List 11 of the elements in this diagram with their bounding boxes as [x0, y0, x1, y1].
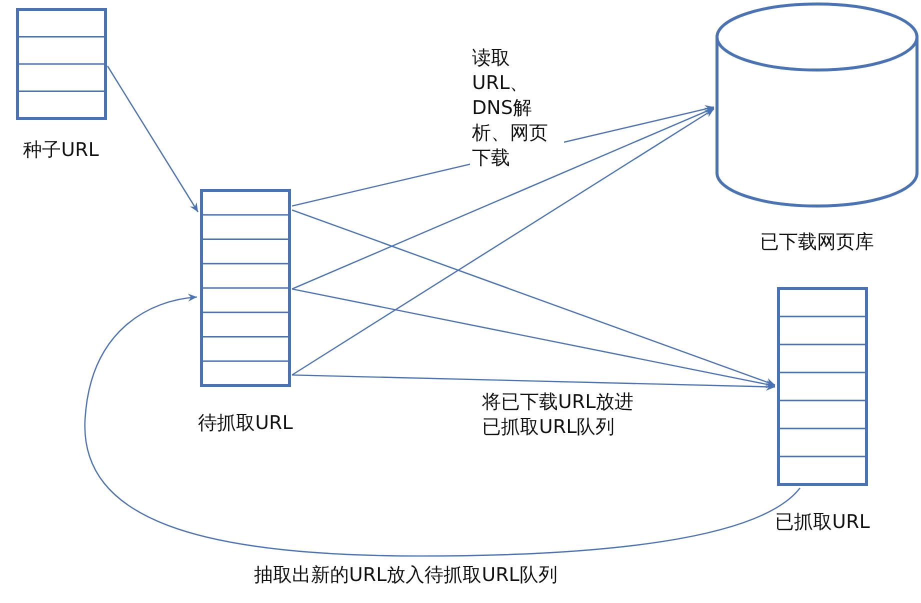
arrow: [292, 107, 714, 290]
database-label: 已下载网页库: [759, 230, 875, 254]
arrow: [292, 209, 776, 386]
arrow: [292, 108, 714, 376]
arrow: [292, 374, 776, 391]
queue-label: 待抓取URL: [197, 411, 294, 435]
arrow: [106, 66, 199, 212]
queue-label: 种子URL: [22, 138, 100, 162]
arrow: [292, 288, 776, 388]
queue-label: 已抓取URL: [774, 510, 871, 534]
arrow: [84, 294, 800, 557]
